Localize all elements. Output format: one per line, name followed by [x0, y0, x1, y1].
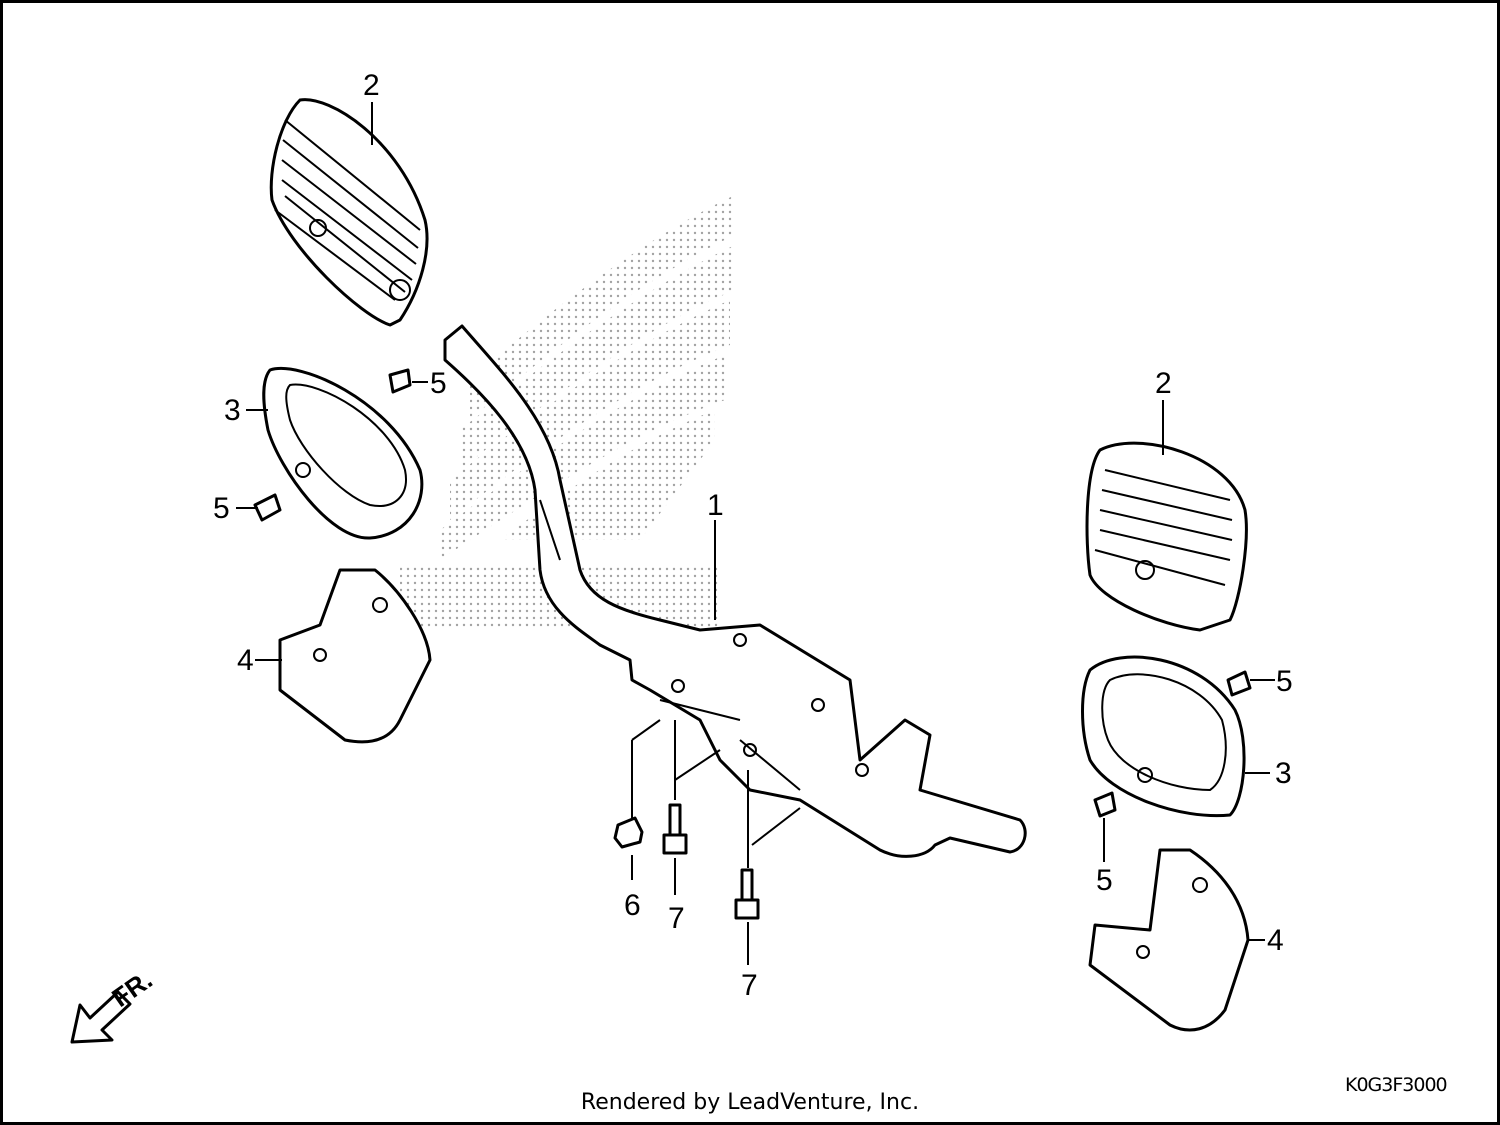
callout-2-left: 2	[363, 69, 380, 102]
footpeg-cover-right	[1088, 848, 1250, 1032]
callout-5-upper-right: 5	[1276, 665, 1293, 698]
callout-5-lower-right: 5	[1096, 864, 1113, 897]
footpeg-rubber-right	[1085, 441, 1248, 632]
leader-lines	[236, 102, 1275, 965]
footpeg-frame-left	[262, 367, 424, 540]
callout-4-right: 4	[1267, 924, 1284, 957]
callout-7-left: 7	[668, 902, 685, 935]
callout-1: 1	[707, 489, 724, 522]
bolt-5-lower-right	[1093, 791, 1117, 818]
bolt-5-mid-left	[253, 493, 282, 522]
footpeg-bar	[443, 324, 1027, 858]
callout-5-mid-left: 5	[213, 492, 230, 525]
bolt-7-right	[734, 868, 760, 920]
nut-6	[613, 816, 644, 849]
footpeg-rubber-left	[269, 98, 429, 327]
callout-2-right: 2	[1155, 367, 1172, 400]
footpeg-cover-left	[278, 568, 432, 744]
bolt-7-left	[662, 803, 688, 855]
callout-6: 6	[624, 889, 641, 922]
bolt-5-upper-right	[1226, 670, 1252, 697]
front-arrow-icon	[70, 990, 132, 1044]
callout-7-right: 7	[741, 969, 758, 1002]
render-credit: Rendered by LeadVenture, Inc.	[580, 1090, 920, 1115]
footpeg-frame-right	[1081, 655, 1246, 818]
callout-5-top-left: 5	[430, 367, 447, 400]
callout-4-left: 4	[237, 644, 254, 677]
callout-3-right: 3	[1275, 757, 1292, 790]
diagram-code: K0G3F3000	[1345, 1074, 1448, 1096]
callout-3-left: 3	[224, 394, 241, 427]
bolt-5-top-left	[388, 368, 412, 394]
